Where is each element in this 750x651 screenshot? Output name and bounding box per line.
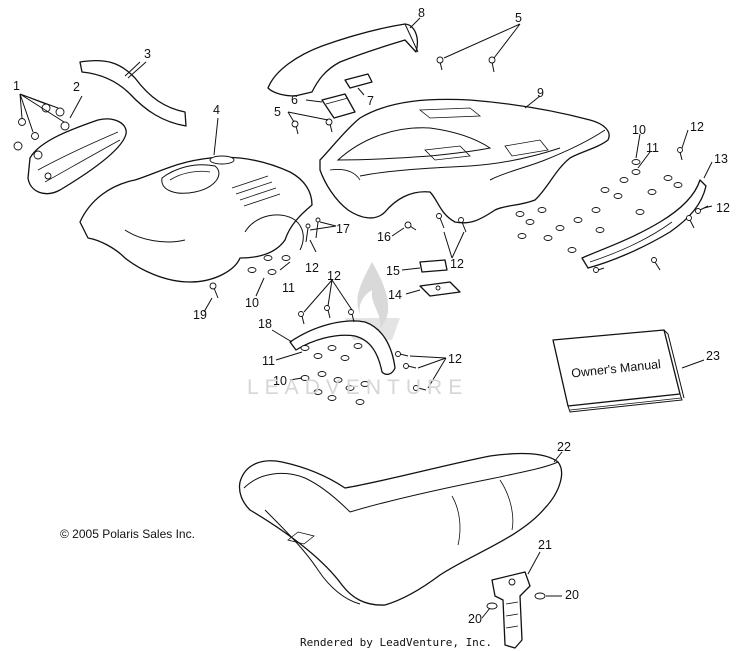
callout-21: 21 [538, 538, 552, 552]
callout-3: 3 [144, 47, 151, 61]
rendered-by-text: Rendered by LeadVenture, Inc. [300, 636, 493, 649]
callout-13: 13 [714, 152, 728, 166]
copyright-text: © 2005 Polaris Sales Inc. [60, 527, 195, 541]
leader-lines [69, 17, 713, 619]
part-23-owners-manual: Owner's Manual [552, 329, 685, 413]
callout-23: 23 [706, 349, 720, 363]
part-20-washers [486, 592, 546, 610]
callout-12-center: 12 [450, 257, 464, 271]
part-8-rear-bracket [267, 23, 419, 97]
callout-6: 6 [291, 93, 298, 107]
callout-1: 1 [13, 79, 20, 93]
part-18-fender-flare [289, 320, 396, 375]
callout-11-left: 11 [282, 281, 295, 295]
watermark-text: LEADVENTURE [247, 376, 469, 399]
callout-12-right: 12 [716, 201, 730, 215]
callout-20-right: 20 [565, 588, 579, 602]
callout-19: 19 [193, 308, 207, 322]
callout-5-mid: 5 [274, 105, 281, 119]
callout-12-top-right: 12 [690, 120, 704, 134]
part-6-7-clips [321, 73, 373, 119]
callout-5-top: 5 [515, 11, 522, 25]
part-1-fasteners [13, 93, 70, 160]
callout-18: 18 [258, 317, 272, 331]
part-9-rear-fender [319, 98, 610, 224]
callout-11-bottom: 11 [262, 354, 275, 368]
part-4-front-fender [79, 155, 313, 283]
callout-11-right: 11 [646, 141, 659, 155]
callout-14: 14 [388, 288, 402, 302]
callout-9: 9 [537, 86, 544, 100]
callout-10-right: 10 [632, 123, 646, 137]
callout-15: 15 [386, 264, 400, 278]
callout-20-left: 20 [468, 612, 482, 626]
callout-12-left: 12 [305, 261, 319, 275]
callout-4: 4 [213, 103, 220, 117]
part-13-side-rail [581, 179, 707, 269]
hardware-washers [247, 159, 683, 405]
callout-numbers: 1 2 3 4 5 5 6 7 8 9 10 10 10 11 11 11 12… [13, 6, 730, 626]
callout-10-left: 10 [245, 296, 259, 310]
part-14-15-pads [419, 259, 461, 297]
part-21-seat-latch [491, 571, 531, 649]
part-3-bracket [79, 59, 187, 127]
callout-10-bottom: 10 [273, 374, 287, 388]
callout-16: 16 [377, 230, 391, 244]
callout-7: 7 [367, 94, 374, 108]
callout-22: 22 [557, 440, 571, 454]
callout-12-flare: 12 [327, 269, 341, 283]
part-2-front-cover [27, 118, 127, 195]
callout-2: 2 [73, 80, 80, 94]
callout-17: 17 [336, 222, 350, 236]
part-22-seat [238, 452, 563, 606]
callout-12-bottom: 12 [448, 352, 462, 366]
callout-8: 8 [418, 6, 425, 20]
